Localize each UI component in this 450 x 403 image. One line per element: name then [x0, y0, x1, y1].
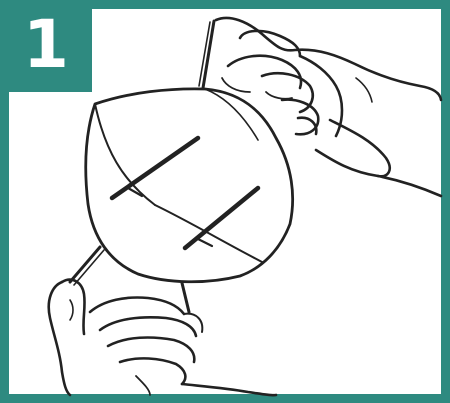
- lower-hand-icon: [49, 280, 276, 396]
- mask-outline: [86, 89, 293, 282]
- step-number: 1: [23, 12, 69, 78]
- step-badge: 1: [0, 0, 92, 92]
- pleat-mark-left: [112, 138, 198, 198]
- bottom-strap: [70, 247, 100, 282]
